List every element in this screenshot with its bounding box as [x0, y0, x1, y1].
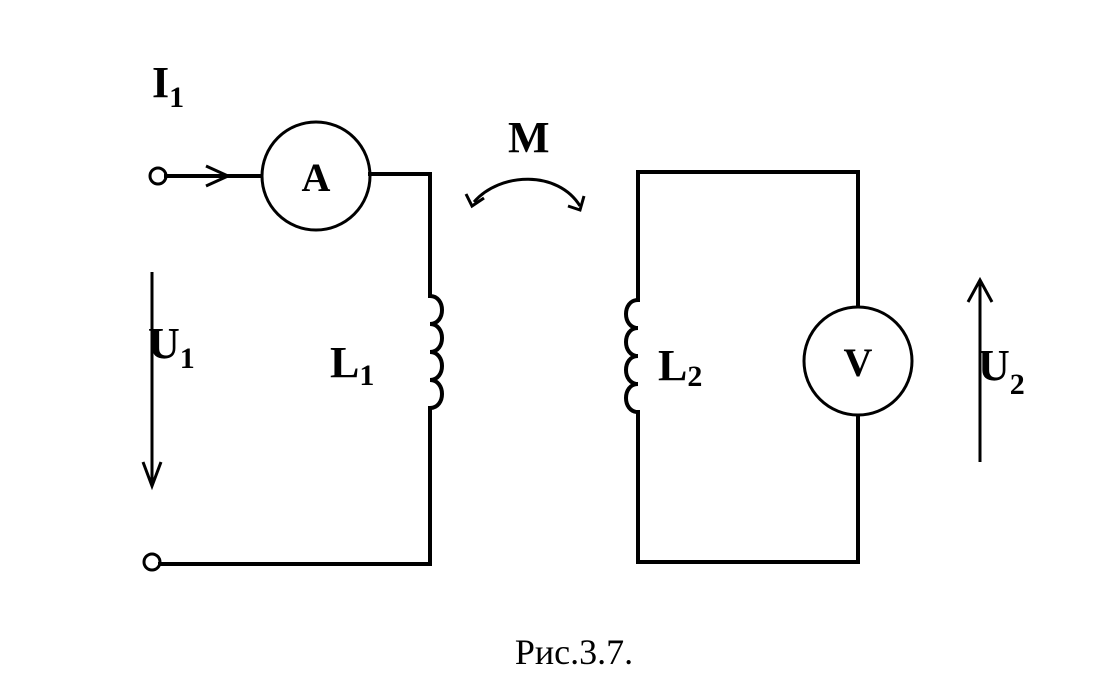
arrow-down-icon [141, 461, 163, 491]
ammeter: A [260, 120, 372, 232]
input-terminal-bottom [142, 552, 162, 572]
input-terminal-top [148, 166, 168, 186]
ammeter-label: A [302, 155, 331, 200]
voltmeter-label: V [844, 340, 873, 385]
voltmeter-ring [802, 305, 914, 417]
figure-caption: Рис.3.7. [515, 632, 633, 672]
current-i1-label: I1 [152, 58, 184, 114]
secondary-circuit: V [624, 170, 914, 564]
arc-arrow-right-icon [567, 195, 586, 212]
mutual-inductance-arc [464, 177, 586, 212]
inductor-l1-label: L1 [330, 338, 374, 392]
current-arrow-icon [205, 164, 232, 188]
voltage-u1-label: U1 [148, 319, 195, 375]
voltage-u1-arrow [141, 272, 163, 491]
voltage-u2-label: U2 [978, 341, 1025, 401]
mutual-m-label: M [508, 113, 550, 162]
arc-arrow-left-icon [464, 193, 485, 209]
inductor-l2-coil [624, 298, 639, 414]
inductor-l2-label: L2 [658, 341, 702, 393]
voltmeter: V [802, 305, 914, 417]
arrow-up-icon [966, 276, 994, 303]
inductor-l1-coil [429, 294, 444, 410]
voltage-u2-arrow [966, 276, 994, 462]
primary-circuit: A [142, 120, 444, 572]
